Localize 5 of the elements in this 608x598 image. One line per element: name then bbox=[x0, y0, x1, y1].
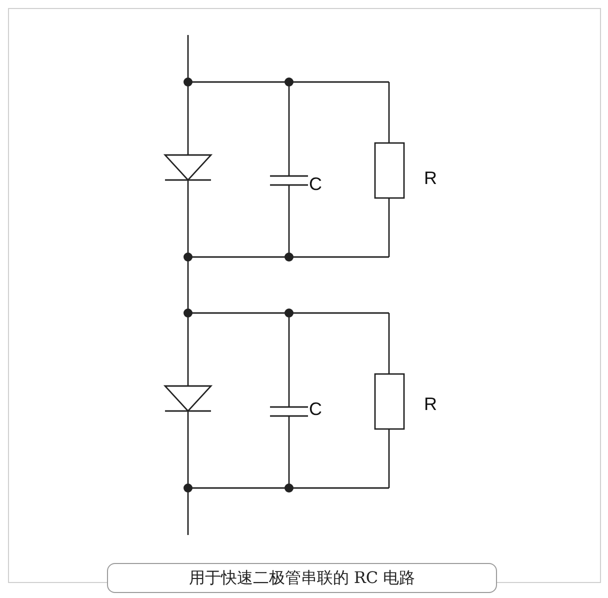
component-label: R bbox=[424, 168, 437, 188]
component-label: R bbox=[424, 394, 437, 414]
component-label: C bbox=[309, 399, 322, 419]
component-label: C bbox=[309, 174, 322, 194]
caption: 用于快速二极管串联的 RC 电路 bbox=[107, 563, 497, 593]
